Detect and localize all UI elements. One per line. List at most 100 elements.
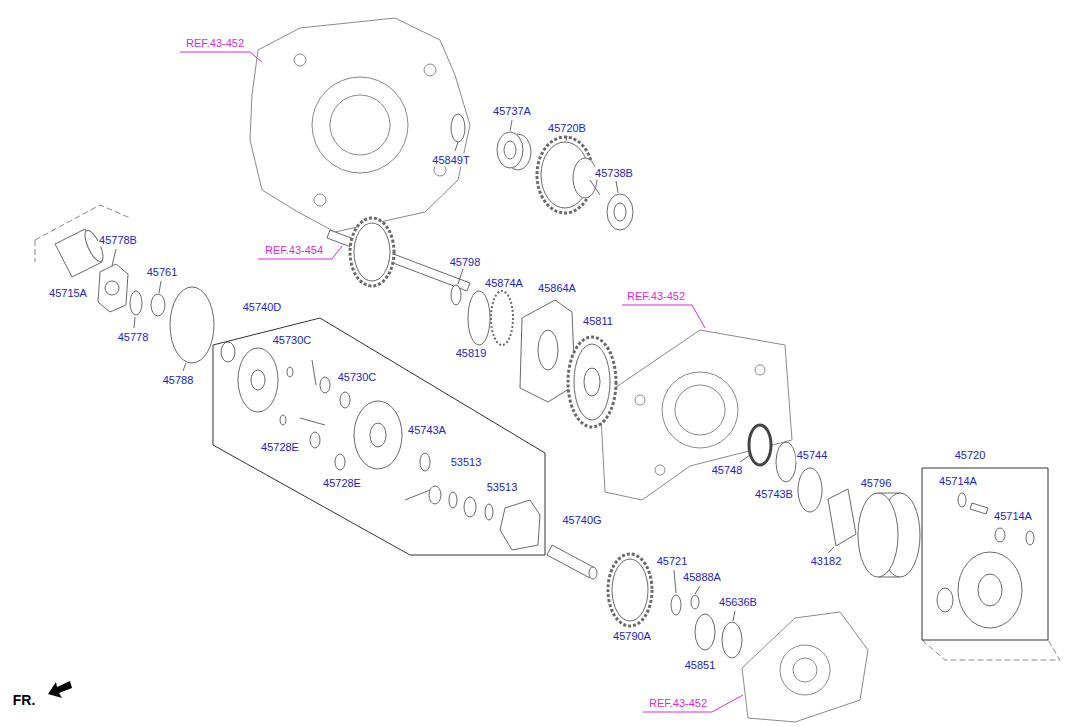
part-drawing bbox=[300, 418, 325, 425]
housing-illustration bbox=[600, 330, 792, 500]
reference-leader bbox=[622, 305, 705, 328]
part-drawing bbox=[251, 370, 265, 390]
callout-number: 45748 bbox=[711, 464, 744, 477]
callout-number: 45730C bbox=[337, 371, 378, 384]
callout-number: 45728E bbox=[322, 477, 362, 490]
part-drawing bbox=[589, 567, 597, 579]
part-drawing bbox=[798, 468, 822, 512]
leader-line bbox=[674, 570, 676, 593]
center-line bbox=[35, 205, 1060, 660]
callout-number: 45730C bbox=[272, 334, 313, 347]
callout-number: 45743B bbox=[754, 488, 794, 501]
callout-number: 45778 bbox=[117, 331, 150, 344]
callout-number: 45636B bbox=[718, 596, 758, 609]
group-number: 45740D bbox=[242, 301, 283, 314]
part-drawing bbox=[151, 294, 165, 316]
leader-line bbox=[112, 249, 116, 266]
part-drawing bbox=[500, 500, 540, 550]
leader-line bbox=[112, 120, 834, 621]
part-drawing bbox=[451, 285, 461, 305]
leader-line bbox=[455, 142, 458, 151]
reference-leader bbox=[180, 52, 262, 62]
callout-number: 53513 bbox=[486, 481, 519, 494]
part-drawing bbox=[568, 337, 616, 427]
callout-number: 45888A bbox=[682, 571, 722, 584]
center-line bbox=[35, 240, 36, 262]
part-drawing bbox=[504, 141, 516, 159]
part-drawing bbox=[970, 503, 988, 514]
part-drawing bbox=[671, 595, 681, 615]
part-drawing bbox=[691, 595, 699, 609]
callout-number: 43182 bbox=[810, 555, 843, 568]
part-drawing bbox=[221, 342, 235, 362]
callout-number: 45790A bbox=[612, 630, 652, 643]
leader-line bbox=[616, 181, 618, 193]
part-drawing bbox=[584, 368, 600, 396]
part-drawing bbox=[464, 497, 476, 517]
front-arrow bbox=[48, 681, 72, 698]
leader-line bbox=[183, 363, 186, 371]
housing-illustration bbox=[250, 18, 470, 232]
part-drawing bbox=[354, 401, 402, 469]
callout-number: 45819 bbox=[455, 347, 488, 360]
housing-illustration bbox=[793, 658, 817, 682]
group-number: 45720 bbox=[954, 449, 987, 462]
part-drawing bbox=[320, 377, 330, 393]
housing-illustration bbox=[780, 645, 830, 695]
leader-line bbox=[159, 281, 161, 293]
part-drawing bbox=[130, 291, 142, 315]
part-drawing bbox=[451, 114, 465, 142]
part-drawing bbox=[612, 559, 648, 621]
part-drawing bbox=[468, 291, 490, 345]
callout-number: 45740G bbox=[561, 514, 602, 527]
callout-number: 45714A bbox=[993, 510, 1033, 523]
callout-number: 45798 bbox=[449, 256, 482, 269]
part-drawing bbox=[937, 588, 953, 612]
part-drawing bbox=[238, 348, 278, 412]
callout-number: 45796 bbox=[860, 477, 893, 490]
part-drawing bbox=[614, 203, 626, 221]
group-frame: 45740D bbox=[213, 296, 546, 556]
housing-illustration bbox=[424, 64, 436, 76]
callout-number: 45720B bbox=[547, 122, 587, 135]
part-drawing bbox=[574, 344, 610, 420]
callout-number: 45715A bbox=[48, 287, 88, 300]
part-drawing bbox=[491, 291, 513, 345]
part-drawing bbox=[449, 492, 457, 508]
callout-number: 45849T bbox=[431, 154, 470, 167]
part-drawing bbox=[335, 454, 345, 470]
reference-label: REF.43-452 bbox=[626, 290, 686, 303]
part-drawing bbox=[310, 432, 320, 448]
leader-line bbox=[566, 136, 567, 141]
reference-label: REF.43-454 bbox=[264, 244, 324, 257]
callout-number: 45721 bbox=[656, 555, 689, 568]
callout-number: 45728E bbox=[260, 441, 300, 454]
part-drawing bbox=[958, 493, 966, 507]
part-drawing bbox=[858, 493, 898, 577]
callout-number: 45874A bbox=[484, 277, 524, 290]
group-outline bbox=[213, 296, 546, 556]
housing-illustration bbox=[314, 194, 326, 206]
front-marker: FR. bbox=[12, 694, 37, 707]
part-drawing bbox=[978, 574, 1002, 606]
part-drawing bbox=[749, 425, 771, 465]
part-drawing bbox=[429, 486, 441, 504]
leader-line bbox=[695, 586, 700, 594]
part-drawing bbox=[420, 453, 430, 471]
leader-line bbox=[733, 611, 735, 621]
part-drawing bbox=[170, 287, 214, 363]
housing-illustration bbox=[312, 77, 408, 173]
callout-number: 45778B bbox=[98, 234, 138, 247]
reference-leader bbox=[180, 52, 743, 712]
callout-number: 53513 bbox=[450, 456, 483, 469]
part-drawing bbox=[105, 281, 119, 295]
housing-illustration bbox=[635, 395, 645, 405]
housing-illustration bbox=[675, 385, 725, 435]
leader-line bbox=[740, 455, 750, 462]
part-drawing bbox=[312, 360, 316, 385]
part-drawing bbox=[354, 223, 390, 281]
part-drawing bbox=[958, 552, 1022, 628]
callout-number: 45743A bbox=[407, 424, 447, 437]
